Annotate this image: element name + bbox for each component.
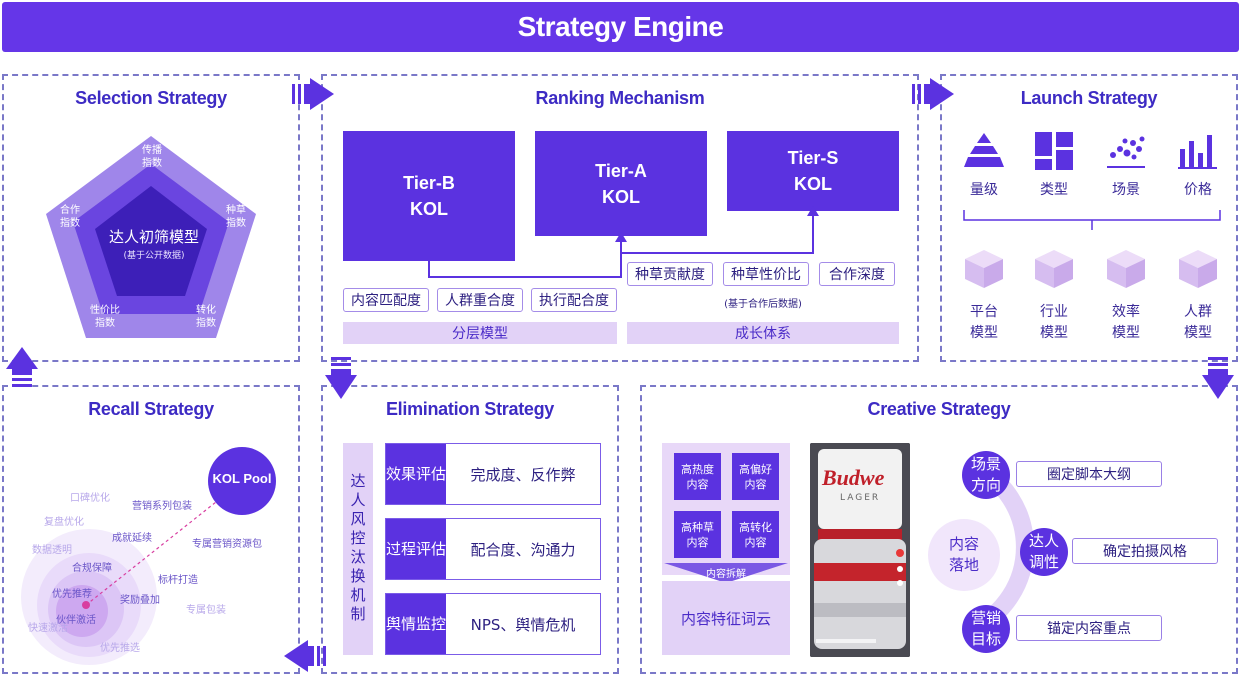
launch-strategy-title: Launch Strategy bbox=[1020, 88, 1158, 108]
recall-label: 专属包装 bbox=[186, 605, 226, 616]
word-cloud-box: 内容特征词云 bbox=[662, 581, 790, 655]
model-label: 人群模型 bbox=[1184, 304, 1212, 341]
model-label: 行业模型 bbox=[1040, 304, 1068, 341]
selection-pentagon bbox=[46, 136, 256, 338]
launch-label: 量级 bbox=[970, 182, 998, 198]
elimination-row: 舆情监控 NPS、舆情危机 bbox=[385, 593, 601, 655]
selection-strategy-title: Selection Strategy bbox=[75, 88, 227, 108]
content-tile: 高转化内容 bbox=[732, 511, 779, 558]
cube-icon bbox=[965, 250, 1003, 288]
creative-node-text: 锚定内容重点 bbox=[1016, 615, 1162, 641]
model-label: 平台模型 bbox=[970, 304, 998, 341]
scatter-icon bbox=[1107, 136, 1145, 168]
model-label: 效率模型 bbox=[1112, 304, 1140, 341]
creative-node-text: 圈定脚本大纲 bbox=[1016, 461, 1162, 487]
page-title: Strategy Engine bbox=[2, 2, 1239, 52]
vertex-label: 合作指数 bbox=[60, 205, 80, 229]
word-cloud-label: 内容特征词云 bbox=[680, 609, 771, 628]
recall-label: 复盘优化 bbox=[44, 517, 84, 528]
creative-node-text: 确定拍摄风格 bbox=[1072, 538, 1218, 564]
arrow-up-icon bbox=[6, 347, 38, 387]
bars-icon bbox=[1178, 135, 1217, 169]
recall-circles bbox=[21, 447, 276, 665]
recall-label: 营销系列包装 bbox=[132, 501, 192, 512]
video-thumbnail: Budwe LAGER bbox=[810, 443, 910, 657]
layer-model-band: 分层模型 bbox=[343, 322, 617, 344]
right-tag: 合作深度 bbox=[819, 262, 895, 286]
creative-node: 场景方向 bbox=[962, 451, 1010, 499]
launch-strategy-panel: Launch Strategy 量级 类型 场景 价格 bbox=[940, 74, 1238, 362]
creative-strategy-title: Creative Strategy bbox=[867, 399, 1011, 419]
selection-center-subtitle: (基于公开数据) bbox=[123, 251, 185, 261]
growth-connector bbox=[428, 206, 819, 278]
right-note: (基于合作后数据) bbox=[724, 299, 802, 310]
cube-icon bbox=[1107, 250, 1145, 288]
can-illustration bbox=[810, 443, 910, 657]
elimination-row: 过程评估 配合度、沟通力 bbox=[385, 518, 601, 580]
recall-label: 合规保障 bbox=[72, 563, 112, 574]
right-tag: 种草贡献度 bbox=[627, 262, 713, 286]
right-tag: 种草性价比 bbox=[723, 262, 809, 286]
recall-label: 优先推荐 bbox=[52, 589, 92, 600]
arrow-left-icon bbox=[284, 640, 326, 672]
launch-label: 类型 bbox=[1040, 182, 1068, 198]
pyramid-icon bbox=[964, 133, 1004, 167]
recall-label: 标杆打造 bbox=[158, 575, 198, 586]
content-landing-circle: 内容落地 bbox=[928, 519, 1000, 591]
arrow-right-icon bbox=[912, 78, 954, 110]
recall-label: 伙伴激活 bbox=[56, 615, 96, 626]
selection-center-title: 达人初筛模型 bbox=[108, 228, 199, 246]
elimination-row: 效果评估 完成度、反作弊 bbox=[385, 443, 601, 505]
content-tile: 高种草内容 bbox=[674, 511, 721, 558]
arrow-right-icon bbox=[292, 78, 334, 110]
video-brand-text: Budwe bbox=[822, 465, 885, 490]
launch-bracket bbox=[963, 210, 1221, 230]
left-tag: 内容匹配度 bbox=[343, 288, 429, 312]
vertex-label: 性价比指数 bbox=[90, 305, 120, 329]
elimination-strategy-title: Elimination Strategy bbox=[385, 399, 555, 419]
vertex-label: 转化指数 bbox=[196, 305, 216, 329]
growth-system-band: 成长体系 bbox=[627, 322, 899, 344]
arrow-down-icon bbox=[325, 357, 357, 399]
vertex-label: 种草指数 bbox=[226, 205, 246, 229]
recall-label: 快速激活 bbox=[28, 623, 68, 634]
recall-label: 优先推选 bbox=[100, 643, 140, 654]
recall-label: 奖励叠加 bbox=[120, 595, 160, 606]
launch-label: 场景 bbox=[1112, 182, 1140, 198]
recall-strategy-title: Recall Strategy bbox=[88, 399, 214, 419]
cube-icon bbox=[1179, 250, 1217, 288]
selection-strategy-panel: Selection Strategy 达人初筛模型 (基于公开数据) 传播指数 … bbox=[2, 74, 300, 362]
split-label: 内容拆解 bbox=[706, 569, 746, 580]
content-tile: 高偏好内容 bbox=[732, 453, 779, 500]
content-tile: 高热度内容 bbox=[674, 453, 721, 500]
recall-label: 数据透明 bbox=[32, 545, 72, 556]
grid-icon bbox=[1035, 132, 1073, 170]
recall-label: 口碑优化 bbox=[70, 493, 110, 504]
recall-strategy-panel: Recall Strategy KOL Pool 口碑优化 营销系列包装 成就延… bbox=[2, 385, 300, 674]
left-tag: 执行配合度 bbox=[531, 288, 617, 312]
recall-label: 成就延续 bbox=[112, 533, 152, 544]
left-tag: 人群重合度 bbox=[437, 288, 523, 312]
arrow-down-icon bbox=[1202, 357, 1234, 399]
video-sub-text: LAGER bbox=[840, 493, 881, 503]
split-arrow bbox=[664, 563, 788, 583]
cube-icon bbox=[1035, 250, 1073, 288]
creative-node: 营销目标 bbox=[962, 605, 1010, 653]
creative-strategy-panel: Creative Strategy 高热度内容 高偏好内容 高种草内容 高转化内… bbox=[640, 385, 1238, 674]
elimination-vertical-label: 达人风控汰换机制 bbox=[343, 443, 373, 655]
ranking-mechanism-title: Ranking Mechanism bbox=[535, 88, 705, 108]
creative-node: 达人调性 bbox=[1020, 528, 1068, 576]
launch-label: 价格 bbox=[1184, 182, 1212, 198]
vertex-label: 传播指数 bbox=[142, 145, 162, 169]
recall-label: 专属营销资源包 bbox=[192, 539, 262, 550]
kol-pool: KOL Pool bbox=[212, 471, 272, 486]
elimination-strategy-panel: Elimination Strategy 达人风控汰换机制 效果评估 完成度、反… bbox=[321, 385, 619, 674]
